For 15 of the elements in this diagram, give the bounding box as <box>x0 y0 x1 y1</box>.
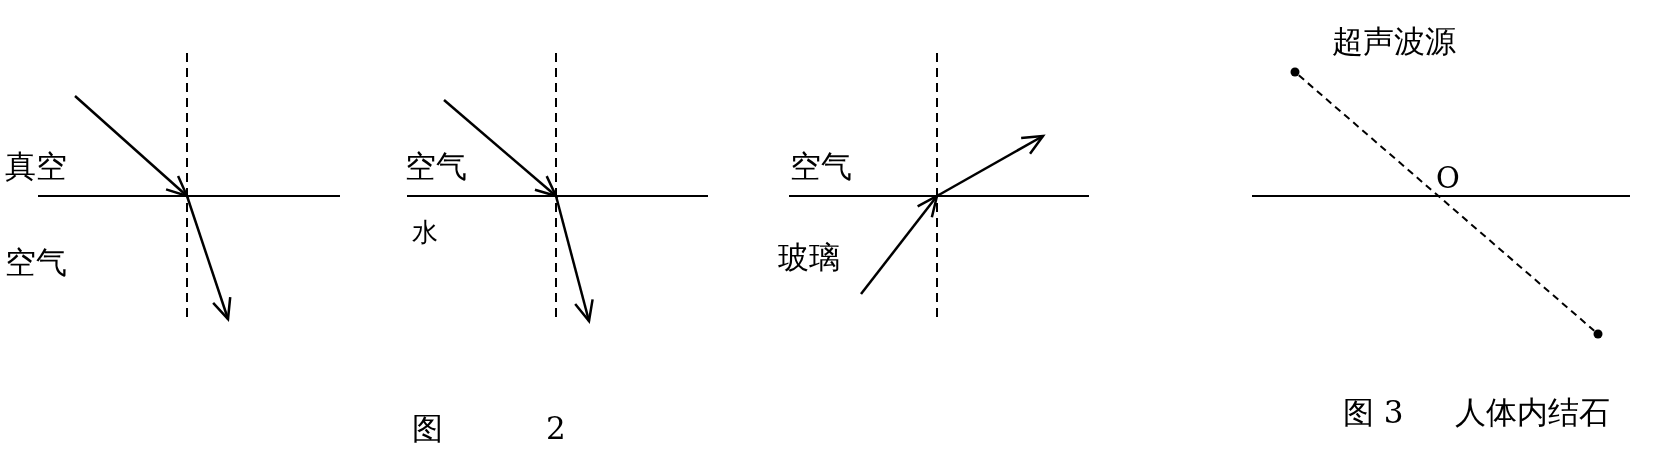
point-label: 人体内结石 <box>1455 396 1610 428</box>
medium-label: 空气 <box>790 150 852 182</box>
medium-label: 真空 <box>5 150 67 182</box>
medium-label: 空气 <box>405 150 467 182</box>
figure-label: 图 <box>412 412 443 444</box>
point-dot <box>1593 329 1603 339</box>
point-dot <box>1290 67 1300 77</box>
medium-label: 玻璃 <box>778 241 840 273</box>
medium-label: 空气 <box>5 246 67 278</box>
medium-label: 水 <box>412 219 438 245</box>
point-label: 超声波源 <box>1332 25 1456 57</box>
figure-number: 2 <box>546 412 566 444</box>
figure-label: 图 3 <box>1343 396 1404 428</box>
point-label: O <box>1436 163 1460 193</box>
dashed-line <box>1297 74 1596 332</box>
